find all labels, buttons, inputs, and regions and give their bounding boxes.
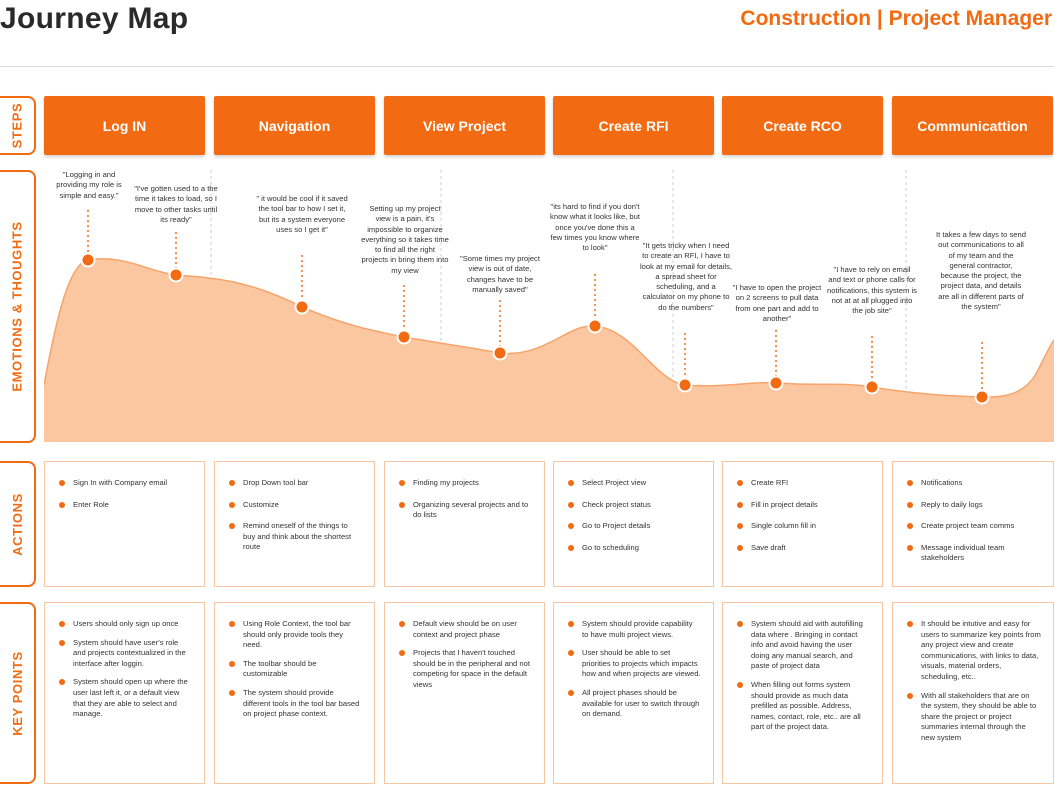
emotion-chart: "Logging in and providing my role is sim… [44, 170, 1054, 445]
action-item: Go to scheduling [566, 543, 701, 554]
action-item: Single column fill in [735, 521, 870, 532]
actions-card-log-in: Sign In with Company email Enter Role [44, 461, 205, 587]
step-log-in[interactable]: Log IN [44, 96, 205, 155]
key-point-item: Users should only sign up once [57, 619, 192, 630]
key-point-item: Default view should be on user context a… [397, 619, 532, 640]
page-subtitle: Construction | Project Manager [740, 7, 1052, 30]
action-item: Enter Role [57, 500, 192, 511]
step-view-project[interactable]: View Project [384, 96, 545, 155]
emotion-point-rfi [677, 377, 693, 393]
action-item: Reply to daily logs [905, 500, 1041, 511]
row-label-steps-text: STEPS [9, 102, 25, 149]
key-point-item: With all stakeholders that are on the sy… [905, 691, 1041, 744]
key-points-card-log-in: Users should only sign up once System sh… [44, 602, 205, 784]
emotion-quote: "Logging in and providing my role is sim… [56, 170, 122, 200]
action-item: Drop Down tool bar [227, 478, 362, 489]
action-item: Fill in project details [735, 500, 870, 511]
emotion-points [80, 252, 990, 405]
key-point-item: All project phases should be available f… [566, 688, 701, 720]
key-points-card-create-rfi: System should provide capability to have… [553, 602, 714, 784]
actions-card-communication: Notifications Reply to daily logs Create… [892, 461, 1054, 587]
actions-card-navigation: Drop Down tool bar Customize Remind ones… [214, 461, 375, 587]
row-label-actions: ACTIONS [0, 461, 36, 587]
emotion-point-view-outdated [492, 345, 508, 361]
row-label-emotions: EMOTIONS & THOUGHTS [0, 170, 36, 443]
row-label-key-points-text: KEY POINTS [9, 650, 25, 736]
action-item: Sign In with Company email [57, 478, 192, 489]
key-points-card-create-rco: System should aid with autofilling data … [722, 602, 883, 784]
actions-card-create-rco: Create RFI Fill in project details Singl… [722, 461, 883, 587]
action-item: Save draft [735, 543, 870, 554]
emotion-quote: "Some times my project view is out of da… [460, 254, 540, 294]
key-point-item: Using Role Context, the tool bar should … [227, 619, 362, 651]
step-create-rfi[interactable]: Create RFI [553, 96, 714, 155]
emotion-quote: "I've gotten used to a the time it takes… [134, 184, 218, 224]
emotion-curve-svg [44, 170, 1054, 442]
action-item: Create RFI [735, 478, 870, 489]
action-item: Customize [227, 500, 362, 511]
actions-card-view-project: Finding my projects Organizing several p… [384, 461, 545, 587]
action-item: Create project team comms [905, 521, 1041, 532]
action-item: Remind oneself of the things to buy and … [227, 521, 362, 553]
action-item: Notifications [905, 478, 1041, 489]
page-title: Journey Map [0, 2, 189, 35]
key-points-card-view-project: Default view should be on user context a… [384, 602, 545, 784]
action-item: Message individual team stakeholders [905, 543, 1041, 564]
key-point-item: Projects that I haven't touched should b… [397, 648, 532, 690]
action-item: Finding my projects [397, 478, 532, 489]
emotion-point-rco [768, 375, 784, 391]
step-create-rco[interactable]: Create RCO [722, 96, 883, 155]
key-point-item: User should be able to set priorities to… [566, 648, 701, 680]
emotion-point-log-in [80, 252, 96, 268]
key-points-card-navigation: Using Role Context, the tool bar should … [214, 602, 375, 784]
row-label-emotions-text: EMOTIONS & THOUGHTS [9, 221, 25, 392]
row-label-steps: STEPS [0, 96, 36, 155]
action-item: Go to Project details [566, 521, 701, 532]
emotion-quote: "its hard to find if you don't know what… [550, 202, 640, 253]
key-point-item: The system should provide different tool… [227, 688, 362, 720]
key-point-item: System should aid with autofilling data … [735, 619, 870, 672]
emotion-quote: " it would be cool if it saved the tool … [256, 194, 348, 234]
key-points-card-communication: It should be intutive and easy for users… [892, 602, 1054, 784]
row-label-key-points: KEY POINTS [0, 602, 36, 784]
actions-card-create-rfi: Select Project view Check project status… [553, 461, 714, 587]
emotion-quote: Setting up my project view is a pain, it… [361, 204, 449, 275]
emotion-quote: "It gets tricky when I need to create an… [640, 241, 733, 312]
emotion-point-communication [974, 389, 990, 405]
key-point-item: System should provide capability to have… [566, 619, 701, 640]
header-divider [0, 66, 1054, 67]
emotion-quote: "I have to open the project on 2 screens… [732, 283, 822, 323]
row-label-actions-text: ACTIONS [9, 492, 25, 556]
action-item: Organizing several projects and to do li… [397, 500, 532, 521]
key-point-item: It should be intutive and easy for users… [905, 619, 1041, 683]
key-point-item: When filling out forms system should pro… [735, 680, 870, 733]
emotion-quote: "I have to rely on email and text or pho… [827, 265, 917, 316]
emotion-quote: It takes a few days to send out communic… [936, 230, 1026, 312]
emotion-leaders [87, 210, 983, 395]
key-point-item: The toolbar should be customizable [227, 659, 362, 680]
key-point-item: System should open up where the user las… [57, 677, 192, 719]
step-navigation[interactable]: Navigation [214, 96, 375, 155]
emotion-point-view-setup [396, 329, 412, 345]
key-point-item: System should have user's role and proje… [57, 638, 192, 670]
action-item: Select Project view [566, 478, 701, 489]
action-item: Check project status [566, 500, 701, 511]
emotion-point-load [168, 267, 184, 283]
emotion-point-find [587, 318, 603, 334]
emotion-point-notifications [864, 379, 880, 395]
emotion-point-navigation [294, 299, 310, 315]
step-communication[interactable]: Communicattion [892, 96, 1053, 155]
